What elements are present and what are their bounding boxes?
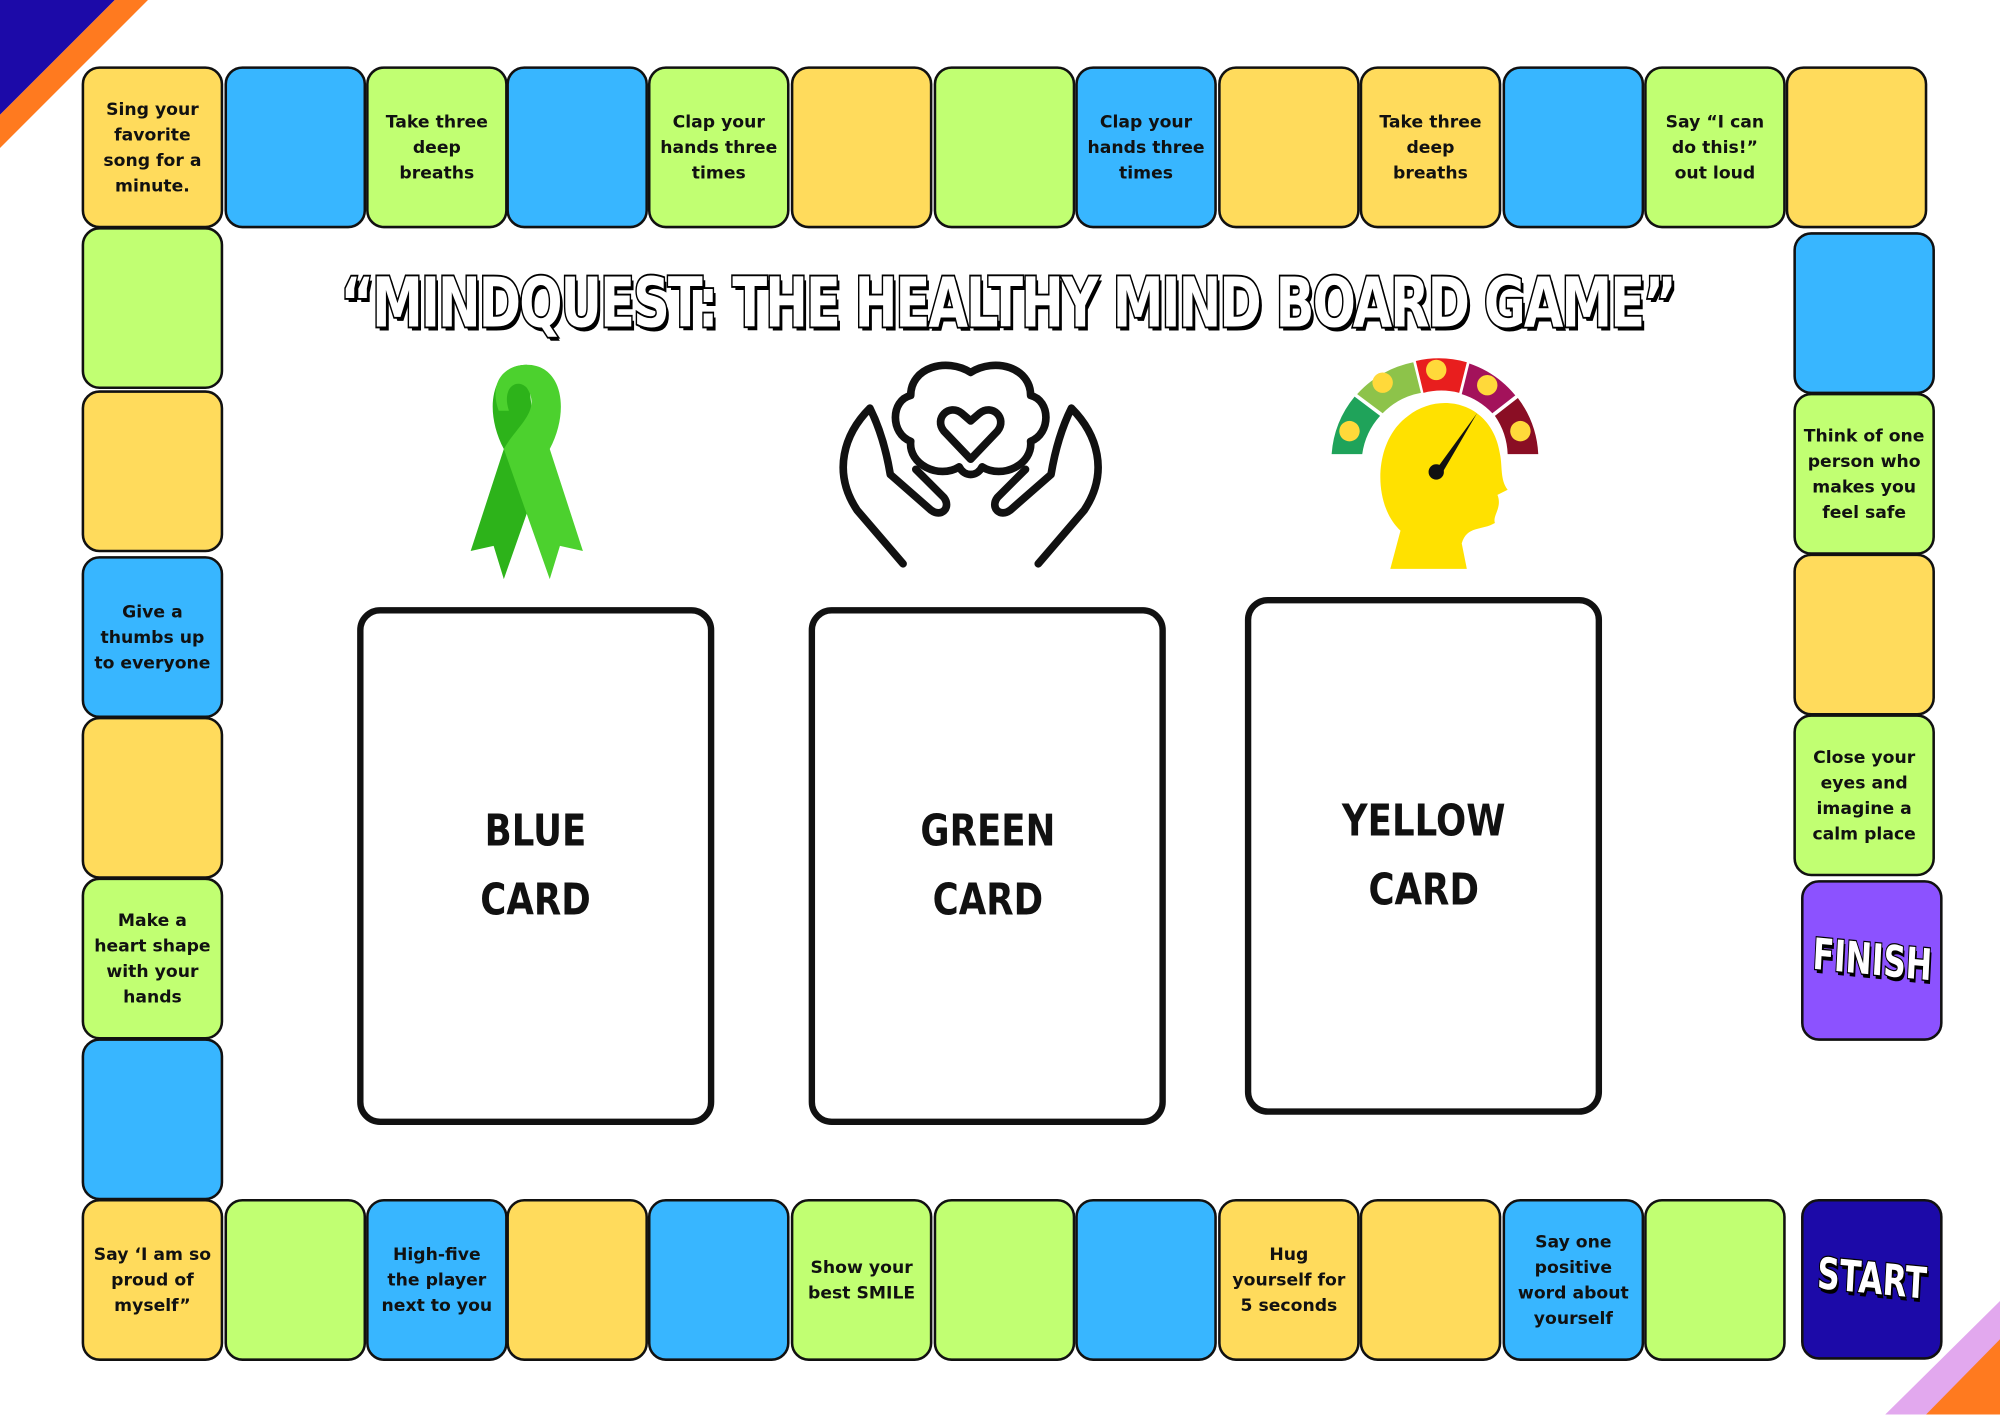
space-instruction: Give a thumbs up to everyone	[94, 601, 211, 673]
finish-tile[interactable]: FINISH	[1801, 880, 1943, 1041]
board-space[interactable]: Clap your hands three times	[1075, 66, 1217, 229]
board-space[interactable]	[81, 227, 224, 390]
card-label: BLUE CARD	[480, 806, 591, 927]
game-title-container: “MINDQUEST: THE HEALTHY MIND BOARD GAME”	[242, 261, 1773, 350]
board-space[interactable]	[790, 66, 933, 229]
green-card-deck[interactable]: GREEN CARD	[808, 607, 1166, 1125]
board-space[interactable]: Clap your hands three times	[647, 66, 790, 229]
board-space[interactable]	[224, 66, 367, 229]
head-mood-gauge-icon	[1331, 358, 1539, 569]
game-title: “MINDQUEST: THE HEALTHY MIND BOARD GAME”	[339, 261, 1678, 345]
start-label: START	[1815, 1248, 1929, 1312]
board-space[interactable]: Sing your favorite song for a minute.	[81, 66, 224, 229]
space-instruction: Take three deep breaths	[385, 111, 488, 184]
board-space[interactable]: High-five the player next to you	[366, 1198, 508, 1361]
board-space[interactable]: Make a heart shape with your hands	[81, 877, 224, 1040]
card-label: YELLOW CARD	[1341, 795, 1506, 916]
space-instruction: Make a heart shape with your hands	[94, 910, 211, 1008]
corner-decoration-top-left	[0, 0, 148, 148]
board-space[interactable]	[933, 66, 1076, 229]
awareness-ribbon-icon	[470, 364, 583, 580]
board-space[interactable]: Say ‘I am so proud of myself”	[81, 1198, 224, 1361]
board-space[interactable]: Close your eyes and imagine a calm place	[1793, 714, 1935, 877]
brain-in-hands-icon	[839, 361, 1102, 568]
blue-card-deck[interactable]: BLUE CARD	[357, 607, 715, 1125]
board-space[interactable]: Say “I can do this!” out loud	[1644, 66, 1786, 229]
space-instruction: Say ‘I am so proud of myself”	[93, 1244, 212, 1316]
board-space[interactable]: Take three deep breaths	[366, 66, 508, 229]
board-space[interactable]	[933, 1198, 1076, 1361]
start-tile[interactable]: START	[1801, 1198, 1943, 1360]
board-space[interactable]	[224, 1198, 367, 1361]
space-instruction: Say one positive word about yourself	[1517, 1231, 1629, 1329]
board-space[interactable]	[506, 1198, 648, 1361]
board-space[interactable]	[647, 1198, 790, 1361]
yellow-card-deck[interactable]: YELLOW CARD	[1244, 596, 1603, 1115]
space-instruction: Take three deep breaths	[1379, 111, 1482, 184]
board-space[interactable]: Take three deep breaths	[1359, 66, 1502, 229]
card-label: GREEN CARD	[919, 806, 1055, 927]
board-space[interactable]	[1502, 66, 1645, 229]
board-space[interactable]: Show your best SMILE	[790, 1198, 933, 1361]
space-instruction: Clap your hands three times	[1087, 111, 1205, 184]
board-space[interactable]	[81, 1038, 224, 1201]
board-space[interactable]	[81, 716, 224, 879]
board-space[interactable]: Say one positive word about yourself	[1502, 1198, 1645, 1361]
board-space[interactable]	[506, 66, 648, 229]
space-instruction: Show your best SMILE	[808, 1257, 916, 1303]
space-instruction: High-five the player next to you	[381, 1244, 493, 1316]
board-space[interactable]: Think of one person who makes you feel s…	[1793, 392, 1935, 555]
space-instruction: Sing your favorite song for a minute.	[103, 98, 202, 196]
board-space[interactable]: Give a thumbs up to everyone	[81, 556, 224, 719]
space-instruction: Close your eyes and imagine a calm place	[1812, 746, 1916, 844]
finish-label: FINISH	[1810, 928, 1934, 993]
space-instruction: Say “I can do this!” out loud	[1665, 111, 1765, 184]
board-space[interactable]	[1793, 553, 1935, 716]
board-space[interactable]	[1218, 66, 1360, 229]
board-space[interactable]	[81, 390, 224, 553]
board-space[interactable]	[1793, 232, 1935, 395]
board-space[interactable]	[1785, 66, 1928, 229]
board-space[interactable]	[1075, 1198, 1217, 1361]
space-instruction: Think of one person who makes you feel s…	[1803, 425, 1925, 523]
board-space[interactable]	[1359, 1198, 1502, 1361]
board-space[interactable]	[1644, 1198, 1786, 1361]
space-instruction: Hug yourself for 5 seconds	[1232, 1244, 1346, 1316]
corner-decoration-bottom-right	[1885, 1301, 2000, 1415]
board-space[interactable]: Hug yourself for 5 seconds	[1218, 1198, 1360, 1361]
space-instruction: Clap your hands three times	[660, 111, 778, 184]
